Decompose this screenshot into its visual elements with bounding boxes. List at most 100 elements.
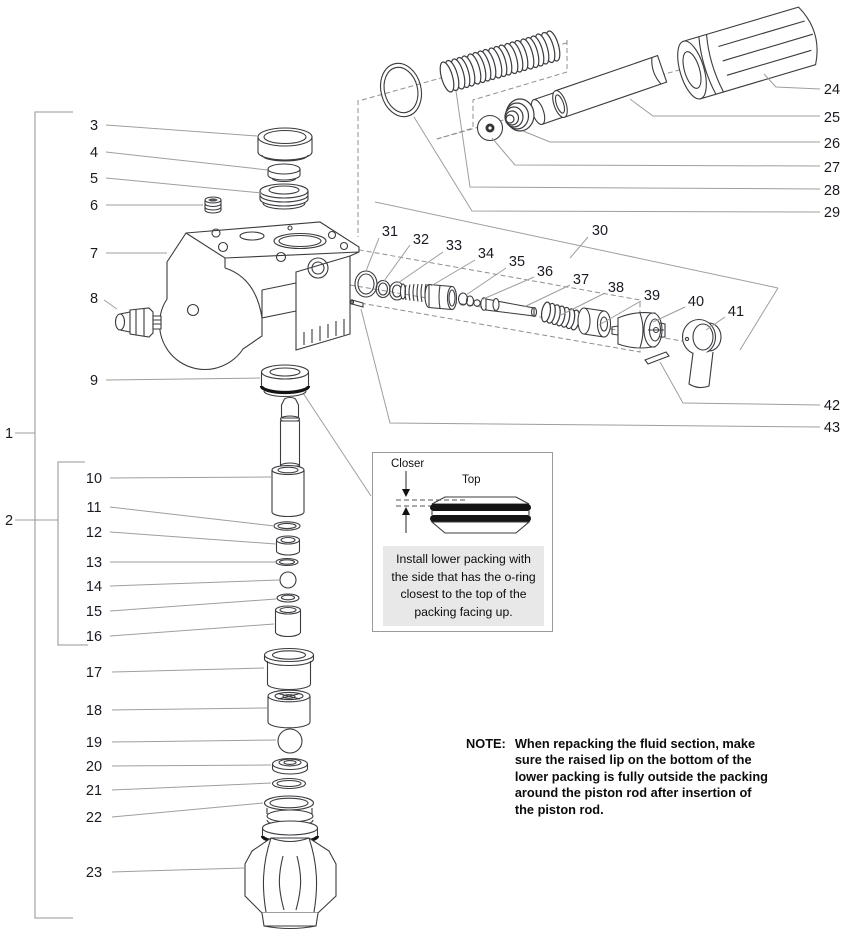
part-39-cap	[577, 307, 612, 338]
part-label-24: 24	[824, 82, 840, 98]
text-line: the side that has the o-ring	[391, 569, 536, 584]
part-3-cap	[257, 127, 313, 162]
part-28-spring	[436, 28, 564, 95]
leader-line-15	[109, 598, 277, 612]
text-line: around the piston rod after insertion of	[514, 785, 752, 801]
part-21-o-ring	[271, 777, 307, 790]
part-label-19: 19	[86, 735, 102, 751]
assembly-pointer-lines	[374, 201, 779, 351]
part-label-21: 21	[86, 783, 102, 799]
part-label-28: 28	[824, 183, 840, 199]
leader-line-12	[109, 531, 277, 545]
leader-line-8	[103, 299, 118, 310]
part-5-packing-nut	[259, 183, 309, 210]
part-label-12: 12	[86, 525, 102, 541]
leader-line-11	[109, 506, 275, 527]
leader-line-34	[430, 259, 476, 287]
part-4-washer	[267, 163, 301, 183]
part-42-pin	[644, 351, 670, 365]
part-17-cup	[263, 647, 315, 691]
part-34-valve-body	[399, 283, 458, 311]
part-23-foot-valve-housing	[244, 808, 337, 930]
leader-line-36	[480, 276, 535, 301]
closer-label: Closer	[391, 458, 425, 470]
part-32-o-ring	[375, 279, 391, 299]
leader-line-23	[111, 867, 245, 873]
part-25-tube	[530, 54, 668, 125]
leader-line-19	[111, 739, 277, 743]
part-labels: 1234567891011121314151617181920212223242…	[5, 73, 840, 881]
part-9-upper-packing	[259, 364, 311, 398]
part-24-handle-grip	[677, 6, 818, 100]
text-line: packing facing up.	[414, 604, 513, 619]
part-8-inlet-fitting	[114, 307, 162, 338]
leader-line-30	[569, 236, 589, 259]
leader-line-16	[109, 623, 275, 637]
part-40-valve-housing	[611, 312, 666, 349]
part-label-29: 29	[824, 205, 840, 221]
leader-line-21	[111, 782, 272, 791]
part-label-18: 18	[86, 703, 102, 719]
part-label-4: 4	[90, 145, 98, 161]
part-label-9: 9	[90, 373, 98, 389]
part-43-pin	[349, 299, 364, 308]
part-19-ball	[277, 728, 303, 754]
part-label-40: 40	[688, 294, 704, 310]
valve-assembly-30	[349, 270, 722, 389]
part-label-8: 8	[90, 291, 98, 307]
part-12-sleeve	[275, 535, 301, 556]
part-10-piston-rod	[271, 396, 305, 518]
part-label-30: 30	[592, 223, 608, 239]
leader-line-5	[105, 177, 263, 194]
part-label-1: 1	[5, 426, 13, 442]
part-15-seat-washer	[276, 593, 300, 603]
part-13-o-ring	[275, 557, 299, 567]
part-37-rod	[485, 297, 538, 318]
leader-line-43	[360, 308, 821, 428]
leader-line-3	[105, 124, 258, 137]
part-label-31: 31	[382, 224, 398, 240]
leader-line-28	[455, 90, 821, 190]
leader-line-39	[598, 300, 642, 326]
callout-graphics	[396, 471, 531, 534]
part-label-20: 20	[86, 759, 102, 775]
leader-line-40	[652, 306, 686, 323]
part-11-o-ring	[273, 521, 301, 531]
leader-line-26	[522, 130, 820, 143]
leader-line-27	[491, 137, 821, 167]
leader-line-42	[659, 361, 821, 406]
part-label-10: 10	[86, 471, 102, 487]
top-label: Top	[462, 474, 481, 486]
down-arrow-icon	[402, 489, 410, 497]
note-heading: NOTE:	[466, 736, 506, 751]
part-label-37: 37	[573, 272, 589, 288]
part-label-38: 38	[608, 280, 624, 296]
part-label-35: 35	[509, 254, 525, 270]
callout-leader	[302, 392, 372, 497]
part-label-14: 14	[86, 579, 102, 595]
part-36-valve-stem	[473, 297, 488, 311]
leader-line-18	[111, 707, 268, 711]
part-35-o-ring	[457, 292, 475, 307]
leader-line-9	[105, 377, 261, 381]
part-label-6: 6	[90, 198, 98, 214]
part-label-27: 27	[824, 160, 840, 176]
part-label-33: 33	[446, 238, 462, 254]
part-label-17: 17	[86, 665, 102, 681]
part-label-25: 25	[824, 110, 840, 126]
leader-line-25	[629, 98, 820, 117]
part-label-32: 32	[413, 232, 429, 248]
part-label-15: 15	[86, 604, 102, 620]
up-arrow-icon	[402, 507, 410, 515]
part-31-o-ring	[354, 270, 378, 298]
part-label-42: 42	[824, 398, 840, 414]
part-label-22: 22	[86, 810, 102, 826]
leader-line-17	[111, 667, 265, 673]
leader-line-20	[111, 764, 272, 767]
text-line: sure the raised lip on the bottom of the	[514, 752, 752, 768]
leader-line-4	[105, 151, 269, 171]
part-label-7: 7	[90, 246, 98, 262]
